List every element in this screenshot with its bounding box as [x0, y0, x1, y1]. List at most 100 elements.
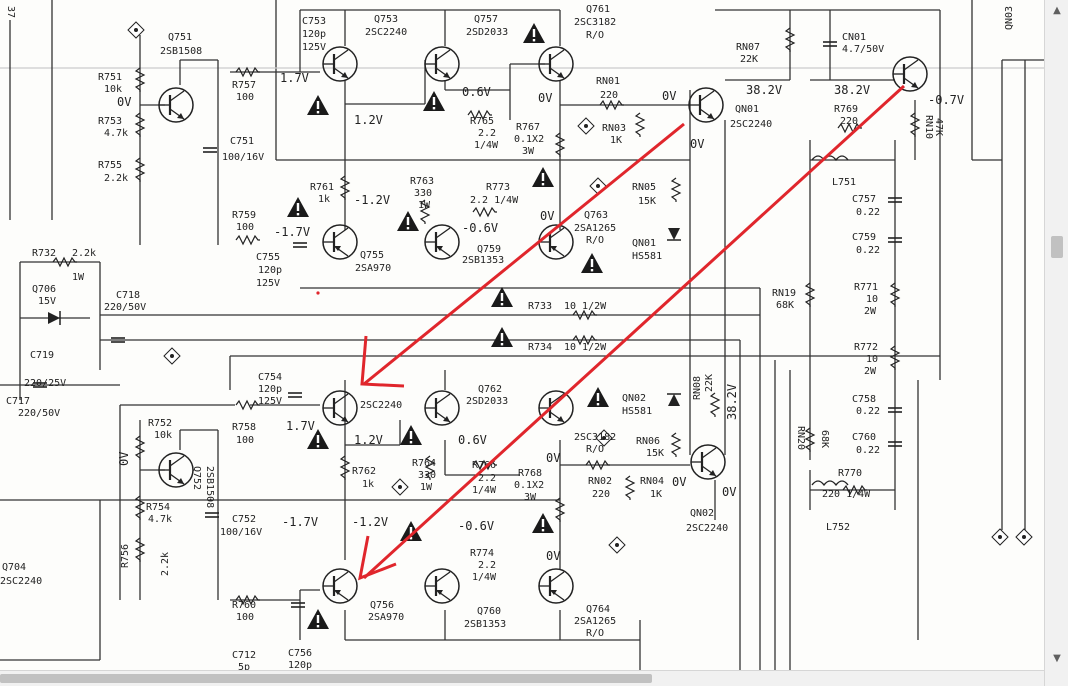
- transistor-suffix: R/O: [586, 235, 604, 246]
- component-label: 3W: [522, 146, 535, 157]
- component-label: 22K: [704, 374, 715, 392]
- component-label: 47K: [933, 118, 944, 136]
- component-label: 125V: [256, 278, 280, 289]
- component-label: RN04: [640, 476, 664, 487]
- component-label: R752: [148, 418, 172, 429]
- warning-triangle-icon: [587, 387, 609, 407]
- component-label: 0.22: [856, 445, 880, 456]
- transistor-part: 2SC2240: [365, 27, 407, 38]
- component-label: 100: [236, 435, 254, 446]
- component-label: R768: [518, 468, 542, 479]
- component-label: RN07: [736, 42, 760, 53]
- component-label: 1K: [650, 489, 662, 500]
- component-label: 22K: [740, 54, 758, 65]
- transistor-suffix: R/O: [586, 628, 604, 639]
- component-label: 120p: [302, 29, 326, 40]
- schematic-diagram: 37 QN03 Q751 2SB1508 Q753 2SC2240 Q757 2…: [0, 0, 1044, 673]
- component-label: -1.2V: [352, 515, 388, 529]
- scroll-down-icon[interactable]: ▼: [1053, 653, 1061, 664]
- warning-triangle-icon: [400, 425, 422, 445]
- component-label: Q706: [32, 284, 56, 295]
- component-label: RN02: [588, 476, 612, 487]
- transistor-part: 2SA970: [368, 612, 404, 623]
- component-label: 330: [414, 188, 432, 199]
- component-label: 120p: [258, 265, 282, 276]
- component-label: C753: [302, 16, 326, 27]
- component-label: 4.7k: [104, 128, 128, 139]
- component-label: CN01: [842, 32, 866, 43]
- component-label: R766: [472, 460, 496, 471]
- horizontal-scrollbar[interactable]: [0, 670, 1044, 686]
- edge-label: QN03: [1004, 6, 1015, 30]
- test-point-icon: [391, 478, 409, 496]
- component-label: 0V: [672, 475, 686, 489]
- component-label: 1k: [362, 479, 374, 490]
- component-label: 2.2k: [104, 173, 128, 184]
- component-label: 10: [866, 294, 878, 305]
- component-label: C758: [852, 394, 876, 405]
- test-point-icon: [127, 21, 145, 39]
- transistor-ref: Q760: [477, 606, 501, 617]
- component-label: 100/16V: [222, 152, 264, 163]
- component-label: R760: [232, 600, 256, 611]
- transistor-part: 2SA970: [355, 263, 391, 274]
- test-point-icon: [577, 117, 595, 135]
- component-label: HS581: [622, 406, 652, 417]
- transistor-ref: Q755: [360, 250, 384, 261]
- component-label: 3W: [524, 492, 537, 503]
- vertical-scroll-thumb[interactable]: [1051, 236, 1063, 258]
- component-label: 100: [236, 92, 254, 103]
- component-label: 125V: [258, 396, 282, 407]
- transistor-suffix: R/O: [586, 444, 604, 455]
- component-label: R758: [232, 422, 256, 433]
- scroll-up-icon[interactable]: ▲: [1053, 5, 1061, 16]
- warning-triangle-icon: [423, 91, 445, 111]
- transistor-suffix: R/O: [586, 30, 604, 41]
- component-label: 2.2: [478, 473, 496, 484]
- circuit-wires: [0, 0, 1044, 670]
- component-label: 220 1/4W: [822, 489, 871, 500]
- component-label: R751: [98, 72, 122, 83]
- red-arrow-head: [360, 335, 405, 388]
- warning-triangle-icon: [532, 167, 554, 187]
- voltage-labels: 1.7V 0V 1.2V 0.6V 0V 0V 0V 38.2V 38.2V -…: [117, 71, 964, 563]
- component-label: -0.6V: [462, 221, 498, 235]
- component-label: C751: [230, 136, 254, 147]
- passive-components: [32, 27, 920, 608]
- component-label: 100: [236, 612, 254, 623]
- component-label: 2.2: [478, 560, 496, 571]
- component-label: RN05: [632, 182, 656, 193]
- zener-diode-qn01: [668, 228, 680, 240]
- transistor-part: 2SA1265: [574, 223, 616, 234]
- component-label: C759: [852, 232, 876, 243]
- test-point-icon: [589, 177, 607, 195]
- component-label: R762: [352, 466, 376, 477]
- warning-triangle-icon: [491, 327, 513, 347]
- transistor-part: 2SD2033: [466, 396, 508, 407]
- transistor-part: 2SD2033: [466, 27, 508, 38]
- horizontal-scroll-thumb[interactable]: [0, 674, 652, 683]
- component-label: R761: [310, 182, 334, 193]
- component-label: 220/25V: [24, 378, 66, 389]
- component-label: 0V: [117, 95, 131, 109]
- component-label: 1/4W: [472, 485, 497, 496]
- component-label: 0V: [540, 209, 554, 223]
- component-label: R763: [410, 176, 434, 187]
- component-label: 38.2V: [746, 83, 782, 97]
- component-label: 1W: [72, 272, 85, 283]
- component-label: R757: [232, 80, 256, 91]
- vertical-scrollbar[interactable]: ▲ ▼: [1044, 0, 1068, 686]
- component-label: 2.2: [478, 128, 496, 139]
- transistor-part: 2SC3182: [574, 432, 616, 443]
- component-label: 2W: [864, 306, 877, 317]
- component-label: 15K: [638, 196, 656, 207]
- test-point-icon: [1015, 528, 1033, 546]
- component-label: 0.22: [856, 207, 880, 218]
- component-label: 220: [840, 116, 858, 127]
- warning-triangle-icon: [307, 609, 329, 629]
- component-label: 100: [236, 222, 254, 233]
- component-label: 220/50V: [104, 302, 146, 313]
- test-point-icon: [608, 536, 626, 554]
- red-arrow-line: [363, 122, 685, 386]
